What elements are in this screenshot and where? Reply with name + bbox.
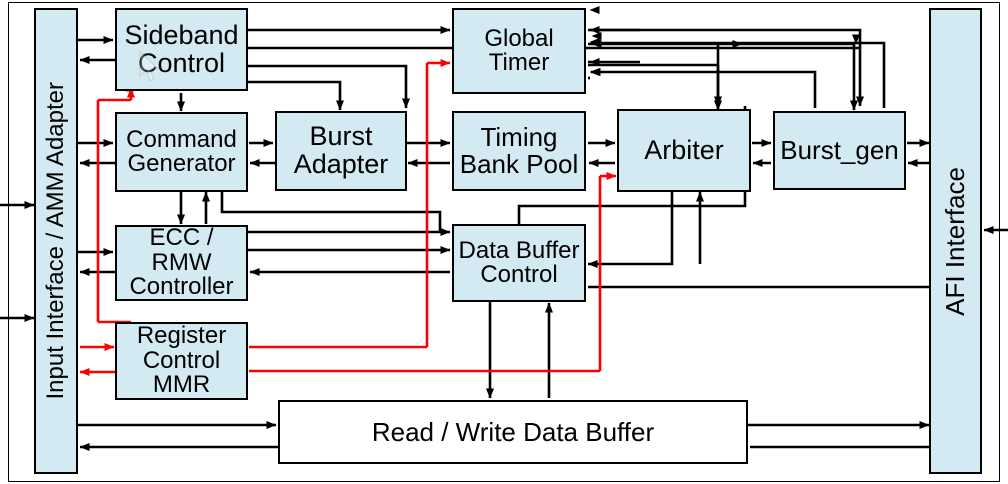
block-timing-bank-pool[interactable]: Timing Bank Pool	[452, 111, 586, 191]
block-ecc-rmw-controller[interactable]: ECC / RMW Controller	[115, 225, 248, 301]
block-read-write-data-buffer-label: Read / Write Data Buffer	[371, 416, 655, 447]
block-register-control-mmr[interactable]: Register Control MMR	[115, 322, 248, 400]
block-data-buffer-control[interactable]: Data Buffer Control	[452, 224, 586, 302]
block-data-buffer-control-label: Data Buffer Control	[458, 236, 580, 288]
block-timing-bank-pool-label: Timing Bank Pool	[459, 122, 579, 179]
block-burst-gen[interactable]: Burst_gen	[773, 111, 906, 190]
block-sideband-control-label: Sideband Control	[124, 19, 239, 78]
block-input-interface-label: Input Interface / AMM Adapter	[41, 82, 69, 400]
block-ecc-rmw-controller-label: ECC / RMW Controller	[129, 224, 234, 301]
wire-burstgen-to-globaltimer	[590, 39, 886, 108]
wire-arbiter-to-dbc	[587, 192, 674, 268]
wire-arbiter-to-globaltimer	[590, 68, 817, 108]
block-afi-interface-label: AFI Interface	[940, 166, 971, 316]
block-burst-adapter-label: Burst Adapter	[293, 121, 389, 179]
block-afi-interface[interactable]: AFI Interface	[929, 8, 982, 474]
block-burst-adapter[interactable]: Burst Adapter	[275, 111, 407, 191]
block-sideband-control[interactable]: Sideband Control	[115, 8, 248, 91]
block-arbiter-label: Arbiter	[644, 134, 724, 165]
block-burst-gen-label: Burst_gen	[780, 135, 899, 166]
block-global-timer-label: Global Timer	[484, 24, 554, 76]
wire-sideband-to-burstadapter	[248, 80, 344, 111]
block-arbiter[interactable]: Arbiter	[617, 109, 751, 192]
block-read-write-data-buffer[interactable]: Read / Write Data Buffer	[278, 400, 748, 464]
block-input-interface[interactable]: Input Interface / AMM Adapter	[34, 8, 78, 474]
wire-cmdgen-to-dbc	[220, 192, 442, 232]
block-register-control-mmr-label: Register Control MMR	[136, 322, 227, 399]
diagram-outer-frame	[8, 2, 1000, 482]
block-global-timer[interactable]: Global Timer	[452, 8, 586, 94]
block-command-generator[interactable]: Command Generator	[115, 112, 248, 192]
wire-sideband-to-timingbank	[248, 64, 410, 109]
block-command-generator-label: Command Generator	[126, 125, 237, 177]
globaltimer-right-feedback	[590, 39, 886, 108]
